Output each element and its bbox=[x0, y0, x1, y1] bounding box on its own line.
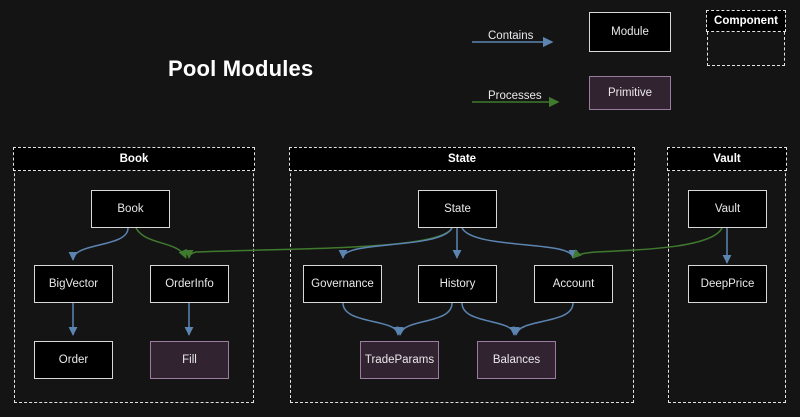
node-governance-label: Governance bbox=[311, 277, 374, 290]
node-book-label: Book bbox=[117, 202, 144, 215]
component-state[interactable]: State bbox=[289, 147, 635, 403]
node-order[interactable]: Order bbox=[34, 341, 113, 379]
node-deepprice-label: DeepPrice bbox=[700, 277, 755, 290]
node-orderinfo[interactable]: OrderInfo bbox=[150, 265, 229, 303]
node-fill[interactable]: Fill bbox=[150, 341, 229, 379]
node-tradeparams[interactable]: TradeParams bbox=[360, 341, 439, 379]
node-bigvector-label: BigVector bbox=[48, 277, 99, 290]
node-fill-label: Fill bbox=[182, 353, 197, 366]
legend-component-header: Component bbox=[706, 10, 786, 33]
component-book[interactable]: Book bbox=[13, 147, 255, 403]
node-history-label: History bbox=[439, 277, 476, 290]
edge-vault-account bbox=[572, 227, 723, 259]
edge-history-tradeparams bbox=[396, 302, 453, 336]
node-history[interactable]: History bbox=[418, 265, 497, 303]
component-vault-label: Vault bbox=[713, 153, 741, 166]
component-vault-header: Vault bbox=[667, 147, 787, 172]
node-vault-label: Vault bbox=[714, 202, 741, 215]
component-book-header: Book bbox=[13, 147, 255, 172]
node-book[interactable]: Book bbox=[91, 190, 170, 228]
edge-book-bigvector bbox=[68, 227, 129, 261]
legend-primitive-label: Primitive bbox=[607, 87, 653, 99]
component-state-header: State bbox=[289, 147, 635, 172]
legend-processes-label: Processes bbox=[488, 90, 542, 102]
node-state-label: State bbox=[444, 202, 471, 215]
legend-module-box: Module bbox=[589, 12, 671, 52]
node-orderinfo-label: OrderInfo bbox=[165, 277, 214, 290]
node-bigvector[interactable]: BigVector bbox=[34, 265, 113, 303]
node-balances[interactable]: Balances bbox=[477, 341, 556, 379]
component-vault[interactable]: Vault bbox=[667, 147, 787, 403]
component-book-label: Book bbox=[119, 153, 149, 166]
node-account[interactable]: Account bbox=[534, 265, 613, 303]
legend-component-box: Component bbox=[706, 10, 786, 66]
edge-account-balances bbox=[512, 302, 574, 336]
node-tradeparams-label: TradeParams bbox=[364, 353, 435, 366]
node-balances-label: Balances bbox=[492, 353, 541, 366]
edge-history-balances bbox=[461, 302, 519, 336]
edge-state-account bbox=[461, 227, 578, 259]
edge-governance-tradeparams bbox=[342, 302, 403, 336]
node-order-label: Order bbox=[58, 353, 89, 366]
node-vault[interactable]: Vault bbox=[688, 190, 767, 228]
node-account-label: Account bbox=[552, 277, 595, 290]
node-deepprice[interactable]: DeepPrice bbox=[688, 265, 767, 303]
page-title: Pool Modules bbox=[168, 56, 314, 81]
edge-book-orderinfo bbox=[135, 227, 187, 259]
legend-primitive-box: Primitive bbox=[589, 76, 671, 110]
legend-component-label: Component bbox=[714, 15, 778, 28]
node-state[interactable]: State bbox=[418, 190, 497, 228]
edge-state-governance bbox=[338, 227, 453, 259]
legend-contains-label: Contains bbox=[488, 30, 534, 42]
legend-module-label: Module bbox=[611, 26, 649, 38]
component-state-label: State bbox=[447, 153, 477, 166]
node-governance[interactable]: Governance bbox=[303, 265, 382, 303]
